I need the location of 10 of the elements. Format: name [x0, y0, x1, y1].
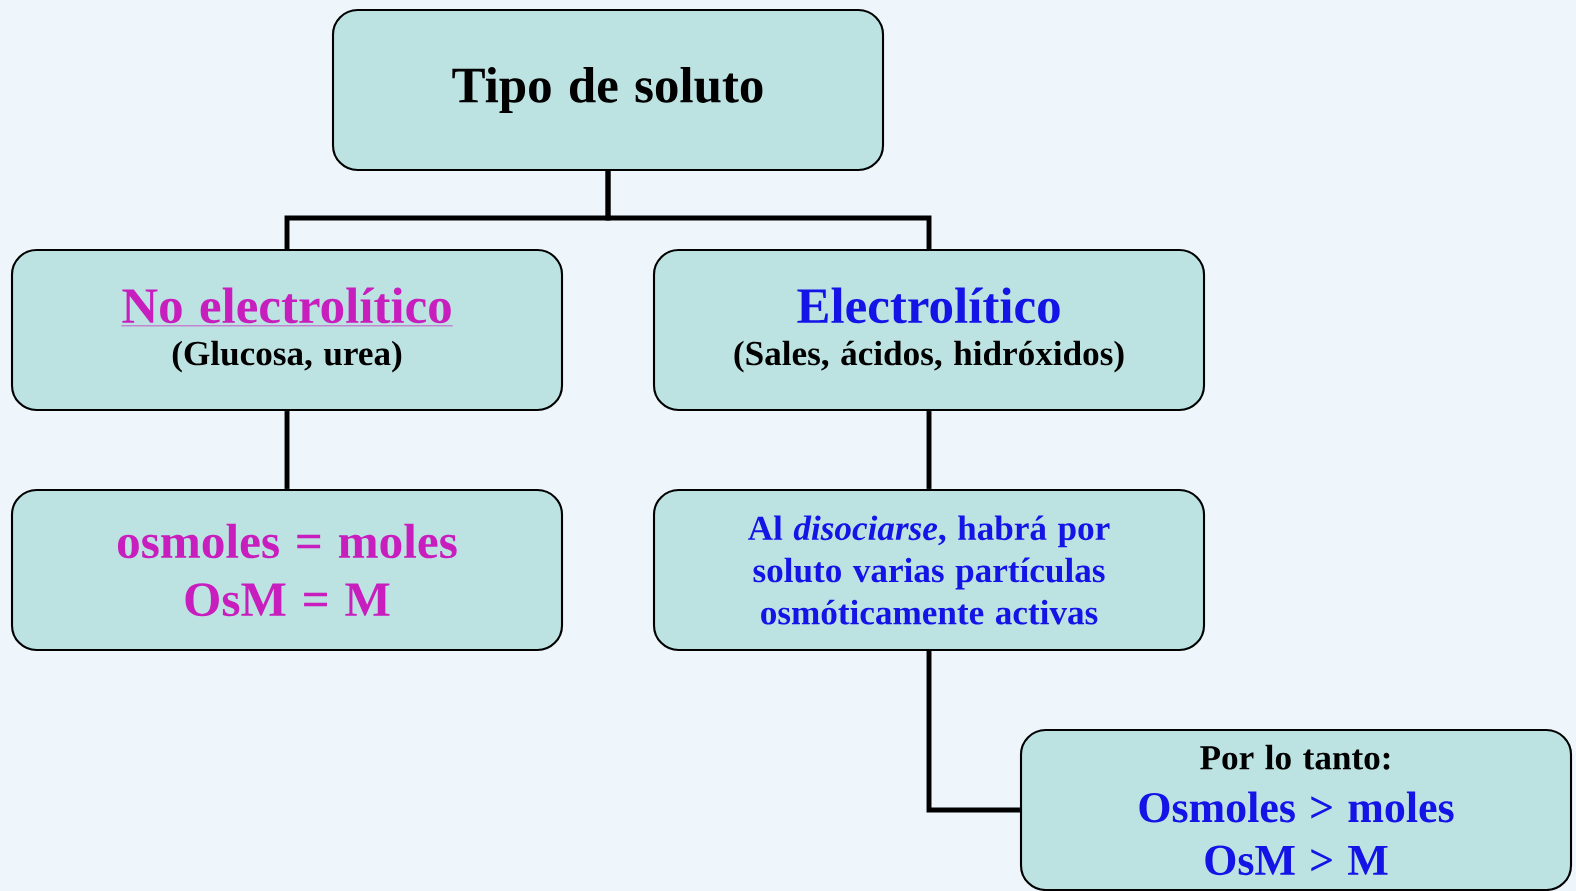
- box: Por lo tanto: Osmoles > moles OsM > M: [1019, 728, 1573, 891]
- connector-line: [926, 411, 932, 489]
- connector-line: [605, 171, 932, 249]
- box: Tipo de soluto: [331, 8, 885, 172]
- box: osmoles = moles OsM = M: [10, 488, 564, 652]
- box: Electrolítico (Sales, ácidos, hidróxidos): [652, 248, 1206, 412]
- connector-line: [284, 411, 290, 489]
- connector-line: [926, 651, 1020, 813]
- box: Al disociarse, habrá por soluto varias partículas osmóticamente activas: [652, 488, 1206, 652]
- box: No electrolítico (Glucosa, urea): [10, 248, 564, 412]
